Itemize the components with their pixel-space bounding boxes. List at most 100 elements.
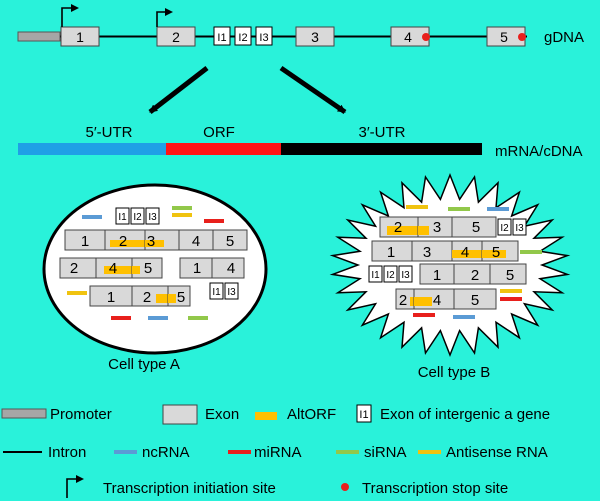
svg-text:3: 3: [433, 219, 441, 236]
tss-arrow-2: [156, 11, 168, 27]
legend-tss-label: Transcription initiation site: [103, 480, 276, 497]
svg-text:I1: I1: [371, 270, 380, 281]
svg-text:5: 5: [472, 219, 480, 236]
svg-text:5: 5: [226, 233, 234, 250]
intergenic-exon-i2: I2: [234, 26, 252, 46]
svg-text:3: 3: [147, 233, 155, 250]
antisense-mark: [406, 205, 428, 209]
svg-text:2: 2: [399, 292, 407, 309]
svg-text:1: 1: [433, 267, 441, 284]
intergenic-exon-i3: I3: [255, 26, 273, 46]
cell-type-a: I1 I2 I3 1 2 3 4 5 2 4: [42, 183, 268, 373]
legend: Promoter Exon AltORF I1 Exon of intergen…: [1, 404, 550, 498]
svg-text:3: 3: [423, 244, 431, 261]
legend-exon-swatch: [162, 404, 198, 425]
svg-text:4: 4: [227, 260, 235, 277]
svg-text:4: 4: [192, 233, 200, 250]
svg-text:I2: I2: [238, 32, 247, 44]
svg-text:I3: I3: [259, 32, 268, 44]
ncrna-mark: [82, 215, 102, 219]
legend-tss-icon: [66, 478, 79, 498]
svg-text:I3: I3: [401, 270, 410, 281]
legend-ncrna-swatch: [114, 450, 137, 454]
legend-intron-label: Intron: [48, 444, 86, 461]
ncrna-mark: [453, 315, 475, 319]
altorf-mark: [110, 240, 164, 247]
svg-text:1: 1: [107, 289, 115, 306]
svg-text:5: 5: [492, 244, 500, 261]
mirna-mark: [111, 316, 131, 320]
svg-text:I3: I3: [148, 212, 157, 223]
stop-site-dot-2: [518, 33, 526, 41]
legend-sirna-label: siRNA: [364, 444, 407, 461]
legend-tts-dot: [341, 483, 349, 491]
mirna-mark: [413, 313, 435, 317]
exon-2: 2: [156, 26, 196, 47]
legend-mirna-label: miRNA: [254, 444, 302, 461]
exon-1: 1: [60, 26, 100, 47]
exon-3-label: 3: [311, 29, 319, 45]
svg-text:2: 2: [119, 233, 127, 250]
legend-antisense-swatch: [418, 450, 441, 454]
ncrna-mark: [487, 207, 509, 211]
cell-a-label: Cell type A: [108, 356, 180, 373]
svg-text:5: 5: [506, 267, 514, 284]
svg-text:I1: I1: [212, 287, 221, 298]
legend-intergenic-icon-label: I1: [359, 409, 368, 421]
legend-exon-label: Exon: [205, 406, 239, 423]
utr3-bar: [281, 143, 482, 155]
legend-antisense-label: Antisense RNA: [446, 444, 548, 461]
cell-type-b: 2 3 5 I2 I3 1 3 4 5 I1: [329, 172, 571, 381]
svg-text:I2: I2: [500, 223, 509, 234]
gdna-track: 1 2 I1 I2 I3 3 4 5: [17, 4, 584, 47]
legend-altorf-label: AltORF: [287, 406, 336, 423]
cell-b-transcript-2: 1 3 4 5: [371, 240, 519, 262]
antisense-mark: [500, 289, 522, 293]
svg-text:2: 2: [70, 260, 78, 277]
sirna-mark: [448, 207, 470, 211]
cell-b-label: Cell type B: [418, 364, 491, 381]
orf-bar: [166, 143, 281, 155]
exon-1-label: 1: [76, 29, 84, 45]
legend-mirna-swatch: [228, 450, 251, 454]
cell-b-transcript-3: I1 I2 I3 1 2 5: [368, 263, 527, 285]
svg-text:I1: I1: [217, 32, 226, 44]
mirna-mark: [204, 219, 224, 223]
exon-3: 3: [295, 26, 335, 47]
svg-text:I3: I3: [515, 223, 524, 234]
tss-arrow-1: [61, 7, 74, 27]
legend-ncrna-label: ncRNA: [142, 444, 190, 461]
mrna-label: mRNA/cDNA: [495, 143, 583, 160]
svg-text:I3: I3: [227, 287, 236, 298]
arrow-right: [279, 65, 347, 115]
svg-text:1: 1: [81, 233, 89, 250]
svg-text:1: 1: [387, 244, 395, 261]
mirna-mark: [500, 297, 522, 301]
cell-b-transcript-4: 2 4 5: [395, 288, 497, 310]
sirna-mark: [172, 206, 192, 210]
orf-label: ORF: [203, 124, 235, 141]
sirna-mark: [188, 316, 208, 320]
svg-text:I2: I2: [386, 270, 395, 281]
mrna-track: 5′-UTR ORF 3′-UTR mRNA/cDNA: [18, 124, 583, 160]
arrow-left: [148, 66, 209, 114]
exon-2-label: 2: [172, 29, 180, 45]
svg-text:5: 5: [144, 260, 152, 277]
altorf-mark: [156, 294, 176, 303]
promoter-box: [17, 31, 61, 42]
svg-text:5: 5: [471, 292, 479, 309]
cell-a-transcript-3: 1 4: [179, 257, 245, 279]
svg-text:4: 4: [433, 292, 441, 309]
antisense-mark: [67, 291, 87, 295]
legend-promoter-label: Promoter: [50, 406, 112, 423]
utr5-label: 5′-UTR: [86, 124, 133, 141]
svg-text:2: 2: [471, 267, 479, 284]
svg-text:4: 4: [109, 260, 117, 277]
gdna-label: gDNA: [544, 29, 584, 46]
svg-text:I1: I1: [118, 212, 127, 223]
legend-sirna-swatch: [336, 450, 359, 454]
altorf-mark: [452, 250, 506, 258]
ncrna-mark: [148, 316, 168, 320]
utr3-label: 3′-UTR: [359, 124, 406, 141]
